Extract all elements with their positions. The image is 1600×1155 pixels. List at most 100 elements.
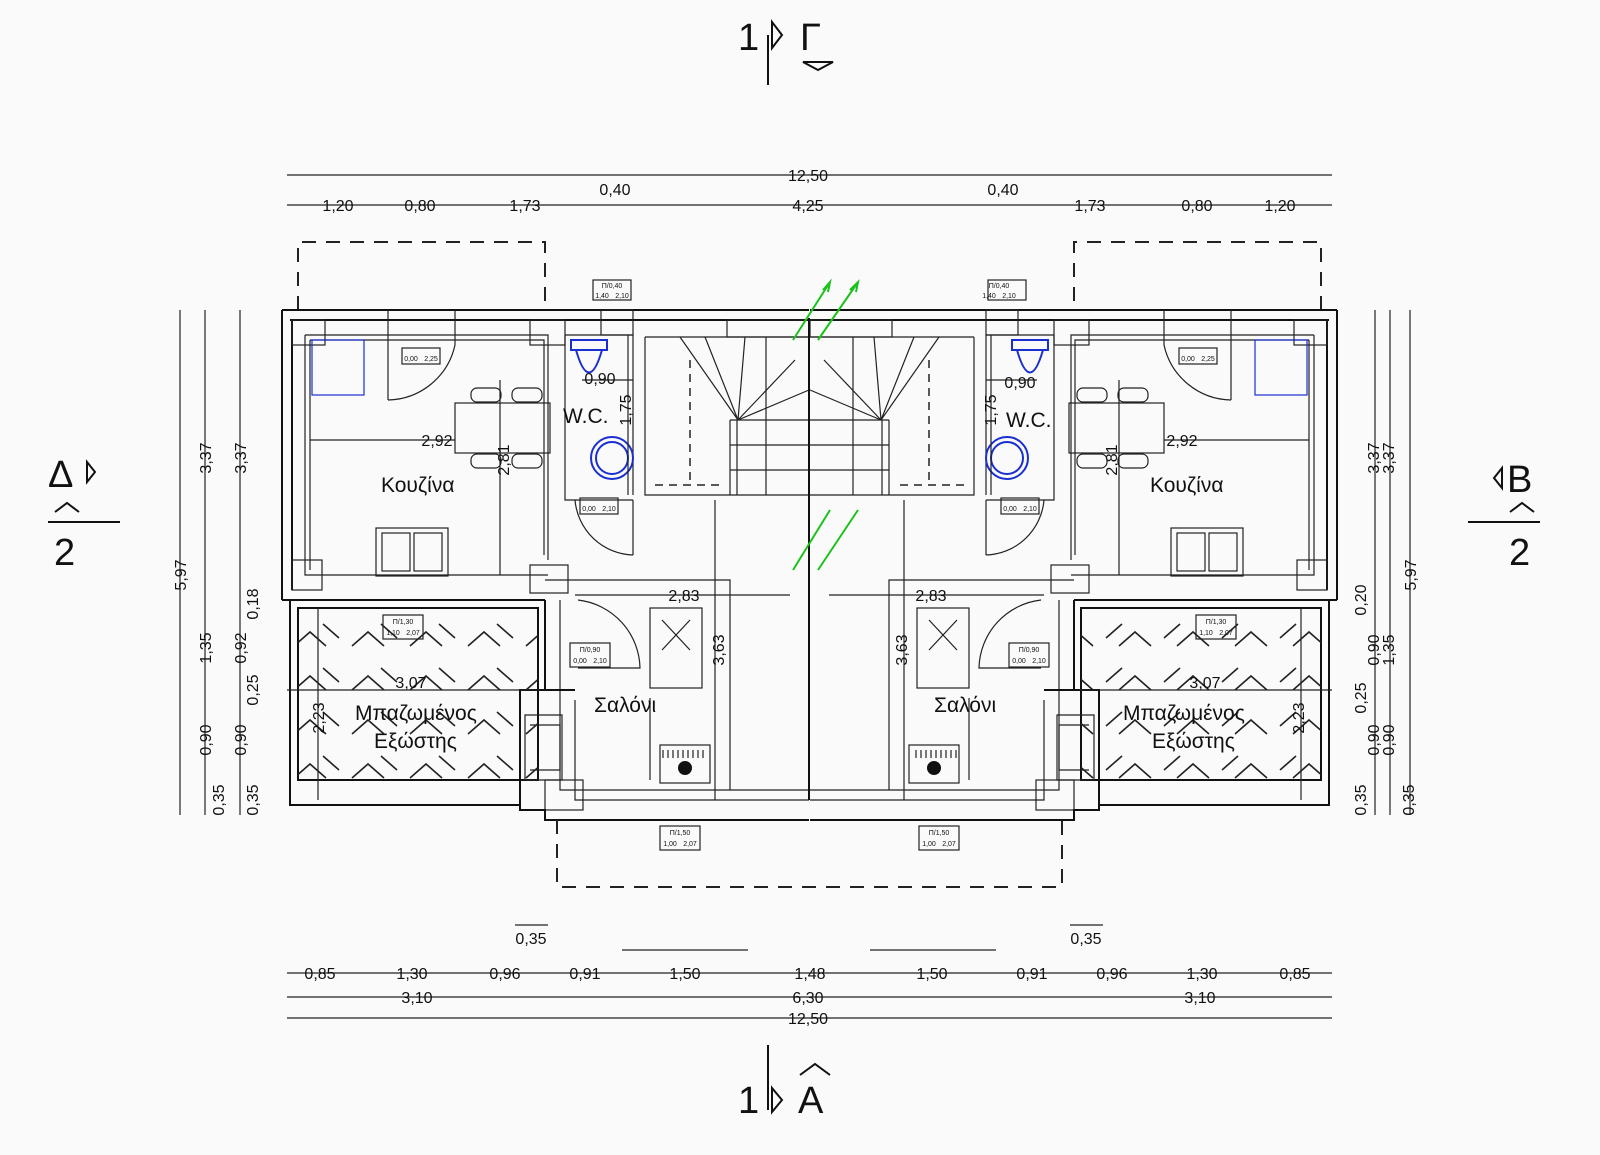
tag-value: 1,00 [663, 841, 677, 848]
dim-label: 1,35 [1381, 634, 1398, 665]
room-balcony-right-line1: Μπαζωμένος [1123, 702, 1245, 725]
tag-value: 2,07 [942, 841, 956, 848]
tag-value: 1,10 [386, 630, 400, 637]
dim-label: 0,96 [489, 966, 520, 983]
dim-label: 0,90 [1366, 724, 1383, 755]
tag-type: Π/0,40 [602, 283, 623, 290]
dim-label: 3,63 [711, 634, 728, 665]
tag-value: 2,10 [1032, 658, 1046, 665]
section-letter: B [1507, 459, 1532, 501]
tag-type: Π/0,90 [580, 647, 601, 654]
dim-label: 4,25 [792, 198, 823, 215]
dim-label: 1,20 [322, 198, 353, 215]
dim-label: 0,80 [1181, 198, 1212, 215]
dim-label: 0,18 [245, 588, 262, 619]
tag-type: Π/0,40 [989, 283, 1010, 290]
section-marker-left: Δ 2 [48, 454, 120, 574]
tag-type: Π/1,50 [670, 830, 691, 837]
dim-label: 0,25 [1353, 682, 1370, 713]
section-number: 1 [738, 17, 759, 59]
tag-value: 1,40 [982, 293, 996, 300]
tag-value: 2,10 [1023, 506, 1037, 513]
dim-label: 0,90 [233, 724, 250, 755]
ventilation-arrows [792, 278, 860, 571]
dim-label: 0,90 [1381, 724, 1398, 755]
tag-value: 0,00 [582, 506, 596, 513]
dim-label: 3,37 [1381, 442, 1398, 473]
room-balcony-right-line2: Εξώστης [1152, 730, 1235, 753]
dim-label: 0,90 [1366, 634, 1383, 665]
dim-label: 0,20 [1353, 584, 1370, 615]
dim-label: 1,48 [794, 966, 825, 983]
dim-label: 3,37 [1366, 442, 1383, 473]
dim-label: 2,23 [311, 702, 328, 733]
room-living-left: Σαλόνι [594, 694, 656, 717]
tag-value: 1,00 [922, 841, 936, 848]
section-number: 1 [738, 1080, 759, 1122]
room-wc-right: W.C. [1006, 409, 1052, 432]
tag-value: 0,00 [1181, 356, 1195, 363]
dim-label: 5,97 [173, 559, 190, 590]
room-balcony-left-line2: Εξώστης [374, 730, 457, 753]
tag-value: 2,07 [406, 630, 420, 637]
dim-label: 1,50 [669, 966, 700, 983]
dims-bottom: 0,85 1,30 0,96 0,91 1,50 1,48 1,50 0,91 … [304, 931, 1310, 1028]
tag-value: 2,25 [1201, 356, 1215, 363]
dim-label: 12,50 [788, 1011, 828, 1028]
dim-label: 3,37 [198, 442, 215, 473]
room-kitchen-right: Κουζίνα [1150, 474, 1223, 497]
dim-label: 1,20 [1264, 198, 1295, 215]
dim-label: 1,30 [396, 966, 427, 983]
room-labels: Κουζίνα Κουζίνα W.C. W.C. Σαλόνι Σαλόνι … [355, 405, 1245, 753]
dim-label: 1,30 [1186, 966, 1217, 983]
dim-label: 0,35 [1353, 784, 1370, 815]
tag-value: 0,00 [1012, 658, 1026, 665]
section-number: 2 [54, 532, 75, 574]
dim-label: 0,35 [1401, 784, 1418, 815]
dim-label: 0,80 [404, 198, 435, 215]
dim-label: 0,25 [245, 674, 262, 705]
dim-label: 3,07 [395, 675, 426, 692]
dim-label: 0,85 [304, 966, 335, 983]
dims-right: 5,97 3,37 1,35 0,90 0,35 3,37 0,20 0,90 … [1353, 442, 1420, 815]
dim-label: 0,96 [1096, 966, 1127, 983]
dim-label: 6,30 [792, 990, 823, 1007]
dim-label: 1,73 [509, 198, 540, 215]
dim-label: 2,23 [1291, 702, 1308, 733]
opening-tags: Π/0,40 1,40 2,10 Π/0,40 1,40 2,10 0,00 2… [386, 283, 1233, 848]
tag-value: 2,10 [615, 293, 629, 300]
dim-label: 1,50 [916, 966, 947, 983]
room-kitchen-left: Κουζίνα [381, 474, 454, 497]
dim-label: 0,35 [245, 784, 262, 815]
room-wc-left: W.C. [563, 405, 609, 428]
dim-label: 5,97 [1403, 559, 1420, 590]
tag-value: 2,25 [424, 356, 438, 363]
room-balcony-left-line1: Μπαζωμένος [355, 702, 477, 725]
dim-label: 0,90 [1004, 375, 1035, 392]
section-marker-top: 1 Γ [738, 17, 834, 85]
section-marker-bottom: 1 A [738, 1045, 831, 1122]
tag-value: 1,10 [1199, 630, 1213, 637]
dim-label: 0,40 [599, 182, 630, 199]
dim-label: 2,83 [668, 588, 699, 605]
dim-label: 0,40 [987, 182, 1018, 199]
room-living-right: Σαλόνι [934, 694, 996, 717]
dim-label: 0,90 [198, 724, 215, 755]
unit-geometry [281, 241, 810, 851]
dimension-lines [179, 174, 1411, 1019]
section-number: 2 [1509, 532, 1530, 574]
tag-type: Π/1,50 [929, 830, 950, 837]
section-marker-right: B 2 [1468, 459, 1540, 574]
dim-label: 0,35 [1070, 931, 1101, 948]
tag-value: 2,10 [602, 506, 616, 513]
dim-label: 1,75 [983, 394, 1000, 425]
dim-label: 2,83 [915, 588, 946, 605]
dim-label: 2,81 [1104, 444, 1121, 475]
tag-value: 2,07 [683, 841, 697, 848]
dim-label: 3,10 [1184, 990, 1215, 1007]
dim-label: 1,75 [618, 394, 635, 425]
dim-label: 0,92 [233, 632, 250, 663]
tag-type: Π/1,30 [1206, 619, 1227, 626]
dim-label: 0,35 [515, 931, 546, 948]
tag-value: 2,10 [1002, 293, 1016, 300]
